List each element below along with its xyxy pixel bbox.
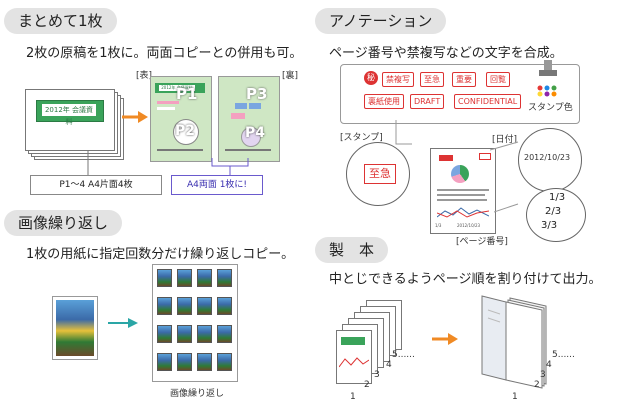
- stamp-pin-icon: [539, 60, 557, 76]
- stamp-example: 至急: [364, 164, 396, 184]
- booklet-left-num-2: 2: [364, 380, 370, 390]
- booklet-right-num-3: 3: [540, 370, 546, 380]
- page-label-p2: P2: [175, 123, 196, 139]
- page-label-p4: P4: [245, 125, 266, 141]
- stamp-confidential: CONFIDENTIAL: [454, 94, 522, 109]
- booklet-arrow-icon: [432, 333, 458, 345]
- page-number-3: 3/3: [541, 220, 558, 231]
- booklet-left-num-3: 3: [374, 370, 380, 380]
- section-title-annotation: アノテーション: [315, 8, 447, 34]
- section-title-repeat: 画像繰り返し: [4, 210, 123, 236]
- booklet-left-num-5: 5......: [392, 350, 415, 360]
- page-number-pointer: [494, 203, 519, 213]
- original-photo: [52, 296, 98, 360]
- page-label-p1: P1: [176, 85, 198, 103]
- booklet-right-num-5: 5......: [552, 350, 575, 360]
- doc-page-small: 1/3: [435, 223, 442, 228]
- stamp-circulate: 回覧: [486, 72, 510, 87]
- stamp-color-label: スタンプ色: [528, 103, 573, 113]
- section-title-combine: まとめて1枚: [4, 8, 117, 34]
- caption-right: A4両面 1枚に!: [171, 175, 263, 195]
- stamp-label: [スタンプ]: [340, 133, 383, 143]
- stamp-color-palette-icon: [537, 85, 557, 97]
- page-number-1: 1/3: [549, 192, 566, 203]
- front-sheet: 2012年 会議資料 P1 P2: [150, 76, 212, 162]
- page-number-zoom-circle: [526, 188, 586, 242]
- back-label: [裏]: [282, 71, 299, 81]
- booklet-left-num-4: 4: [386, 360, 392, 370]
- orange-arrow-icon: [122, 111, 148, 123]
- repeated-sheet: [152, 264, 238, 382]
- stamp-back-side: 裏紙使用: [364, 94, 404, 109]
- stamp-important: 重要: [452, 72, 476, 87]
- page-number-label: [ページ番号]: [456, 237, 508, 247]
- back-sheet: P3 P4: [218, 76, 280, 162]
- repeat-caption: 画像繰り返し: [170, 389, 225, 399]
- original-doc-title: 2012年 会議資料: [42, 104, 96, 126]
- booklet-right-num-2: 2: [534, 380, 540, 390]
- caption-pointer-left: [87, 150, 89, 178]
- teal-arrow-icon: [108, 318, 138, 328]
- page-label-p3: P3: [246, 85, 268, 103]
- stamp-no-copy: 禁複写: [382, 72, 414, 87]
- bound-booklet-icon: [481, 295, 547, 389]
- section-title-booklet: 製 本: [315, 237, 389, 263]
- stamp-zoom-circle: [346, 142, 410, 206]
- annotated-document: 2012/10/23 1/3: [430, 148, 496, 234]
- front-label: [表]: [136, 71, 153, 81]
- stamp-confidential-circle: 秘: [364, 71, 378, 85]
- booklet-left-num-1: 1: [350, 392, 356, 402]
- page-number-2: 2/3: [545, 206, 562, 217]
- booklet-right-num-4: 4: [546, 360, 552, 370]
- stamp-urgent: 至急: [420, 72, 444, 87]
- doc-date-small: 2012/10/23: [457, 223, 481, 228]
- booklet-description: 中とじできるようページ順を割り付けて出力。: [329, 272, 602, 287]
- panel-pointer: [395, 120, 412, 145]
- caption-left: P1〜4 A4片面4枚: [30, 175, 162, 195]
- booklet-right-num-1: 1: [512, 392, 518, 402]
- date-pointer: [490, 141, 519, 151]
- date-value: 2012/10/23: [524, 153, 571, 162]
- date-label: [日付]: [492, 135, 518, 145]
- repeat-description: 1枚の用紙に指定回数分だけ繰り返しコピー。: [26, 247, 295, 262]
- stamp-draft: DRAFT: [410, 94, 445, 109]
- front-sheet-mini-title: 2012年 会議資料: [159, 85, 195, 91]
- combine-description: 2枚の原稿を1枚に。両面コピーとの併用も可。: [26, 46, 303, 61]
- annotation-description: ページ番号や禁複写などの文字を合成。: [329, 46, 563, 61]
